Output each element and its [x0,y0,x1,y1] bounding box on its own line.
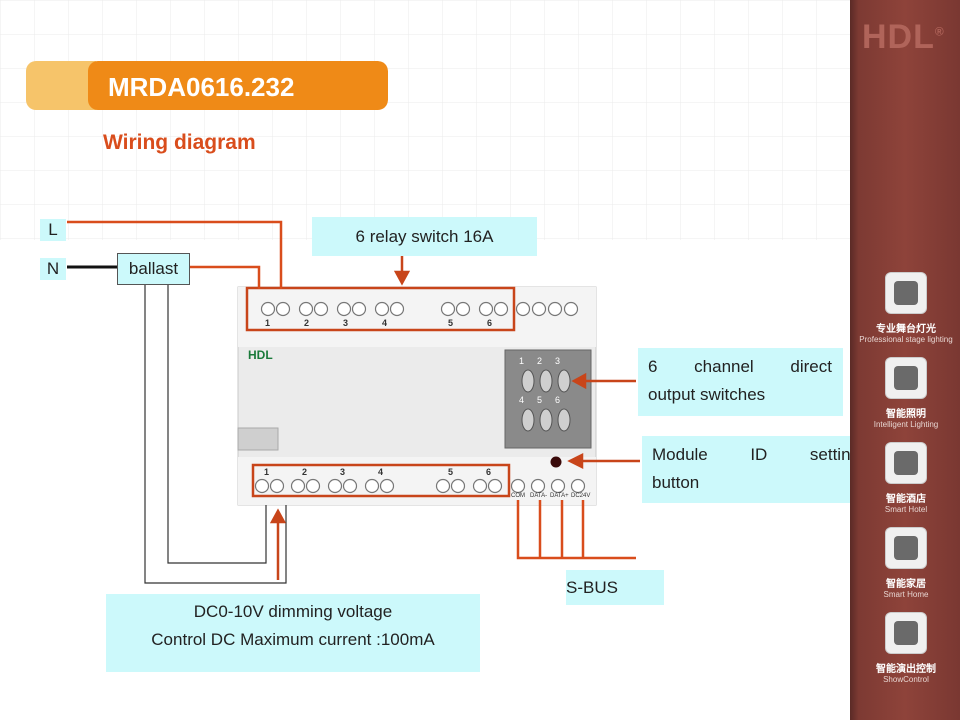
button-number: 6 [555,395,561,405]
button-number: 2 [537,356,543,366]
top-terminal-numbers: 1 2 3 4 5 6 [262,318,512,328]
stage-lighting-icon [885,272,927,314]
sidebar-item-home[interactable]: 智能家居 Smart Home [858,527,954,599]
arrows [269,256,640,580]
top-terminals [260,301,579,317]
button-number: 1 [519,356,525,366]
control-wires [144,285,287,584]
button-number: 5 [537,395,543,405]
dimming-highlight [251,463,511,498]
page-title: MRDA0616.232 [108,72,295,102]
bus-terminal-labels: COM DATA- DATA+ DC24V [508,493,598,501]
channel-callout-line1: 6 channel direct [648,357,832,376]
bottom-number: 2 [302,467,308,477]
ballast-label: ballast [117,253,190,285]
sidebar-item-en: Professional stage lighting [859,335,953,344]
top-number: 6 [487,318,493,328]
top-number: 4 [382,318,388,328]
logo-text: HDL [862,18,935,56]
module-id-button [550,456,562,468]
sidebar-item-en: ShowControl [883,675,929,684]
sidebar-item-cn: 智能演出控制 [876,664,936,675]
channel-callout-line2: output switches [648,385,766,404]
sidebar-item-cn: 智能酒店 [886,494,926,505]
top-number: 5 [448,318,454,328]
top-number: 1 [265,318,271,328]
sidebar-item-show[interactable]: 智能演出控制 ShowControl [858,612,954,684]
channel-button-numbers: 1 2 3 4 5 6 [514,356,584,416]
bus-label: DATA- [530,493,548,499]
wiring-diagram [67,220,640,584]
title-bar-left [26,61,96,110]
l-label: L [40,219,66,241]
sidebar-item-lighting[interactable]: 智能照明 Intelligent Lighting [858,357,954,429]
button-number: 3 [555,356,561,366]
sidebar-item-en: Smart Home [883,590,929,599]
module-callout-line1: Module ID setting [652,445,860,464]
home-icon [885,527,927,569]
sidebar-item-cn: 专业舞台灯光 [876,324,936,335]
channel-callout: 6 channel direct output switches [638,348,843,416]
sidebar-item-cn: 智能家居 [886,579,926,590]
bottom-terminals [254,478,586,494]
title-bar-right [88,61,388,110]
module-callout-line2: button [652,473,700,492]
dimming-callout-line2: Control DC Maximum current :100mA [151,630,435,649]
bus-label: DATA+ [550,493,569,499]
title-bar [26,61,388,110]
hotel-icon [885,442,927,484]
top-number: 2 [304,318,310,328]
sidebar-item-en: Intelligent Lighting [873,420,939,429]
relay-highlight [245,286,516,332]
bottom-number: 6 [486,467,492,477]
sidebar-item-stage[interactable]: 专业舞台灯光 Professional stage lighting [858,272,954,344]
sidebar-item-cn: 智能照明 [886,409,926,420]
device-brand: HDL [248,348,273,362]
background-grid [0,0,850,240]
device-din-clip [237,427,279,451]
relay-callout: 6 relay switch 16A [312,217,537,256]
bus-label: DC24V [571,493,591,499]
wires [67,220,636,560]
top-number: 3 [343,318,349,328]
device-top-strip [238,287,596,347]
bulb-icon [885,357,927,399]
sidebar-item-en: Smart Hotel [884,505,928,514]
sbus-label: S-BUS [566,570,664,605]
bus-label: COM [511,493,525,499]
module-callout: Module ID setting button [642,436,868,503]
bottom-number: 1 [264,467,270,477]
channel-panel [504,349,592,449]
bottom-number: 4 [378,467,384,477]
sidebar-logo: HDL® [862,18,945,56]
page-subtitle: Wiring diagram [103,131,256,154]
dimming-callout: DC0-10V dimming voltage Control DC Maxim… [106,594,480,672]
show-control-icon [885,612,927,654]
bottom-terminal-numbers: 1 2 3 4 5 6 [262,467,512,477]
sidebar-item-hotel[interactable]: 智能酒店 Smart Hotel [858,442,954,514]
bottom-number: 5 [448,467,454,477]
bottom-number: 3 [340,467,346,477]
button-number: 4 [519,395,525,405]
n-label: N [40,258,66,280]
dimming-callout-line1: DC0-10V dimming voltage [193,602,393,621]
channel-buttons [521,369,571,432]
